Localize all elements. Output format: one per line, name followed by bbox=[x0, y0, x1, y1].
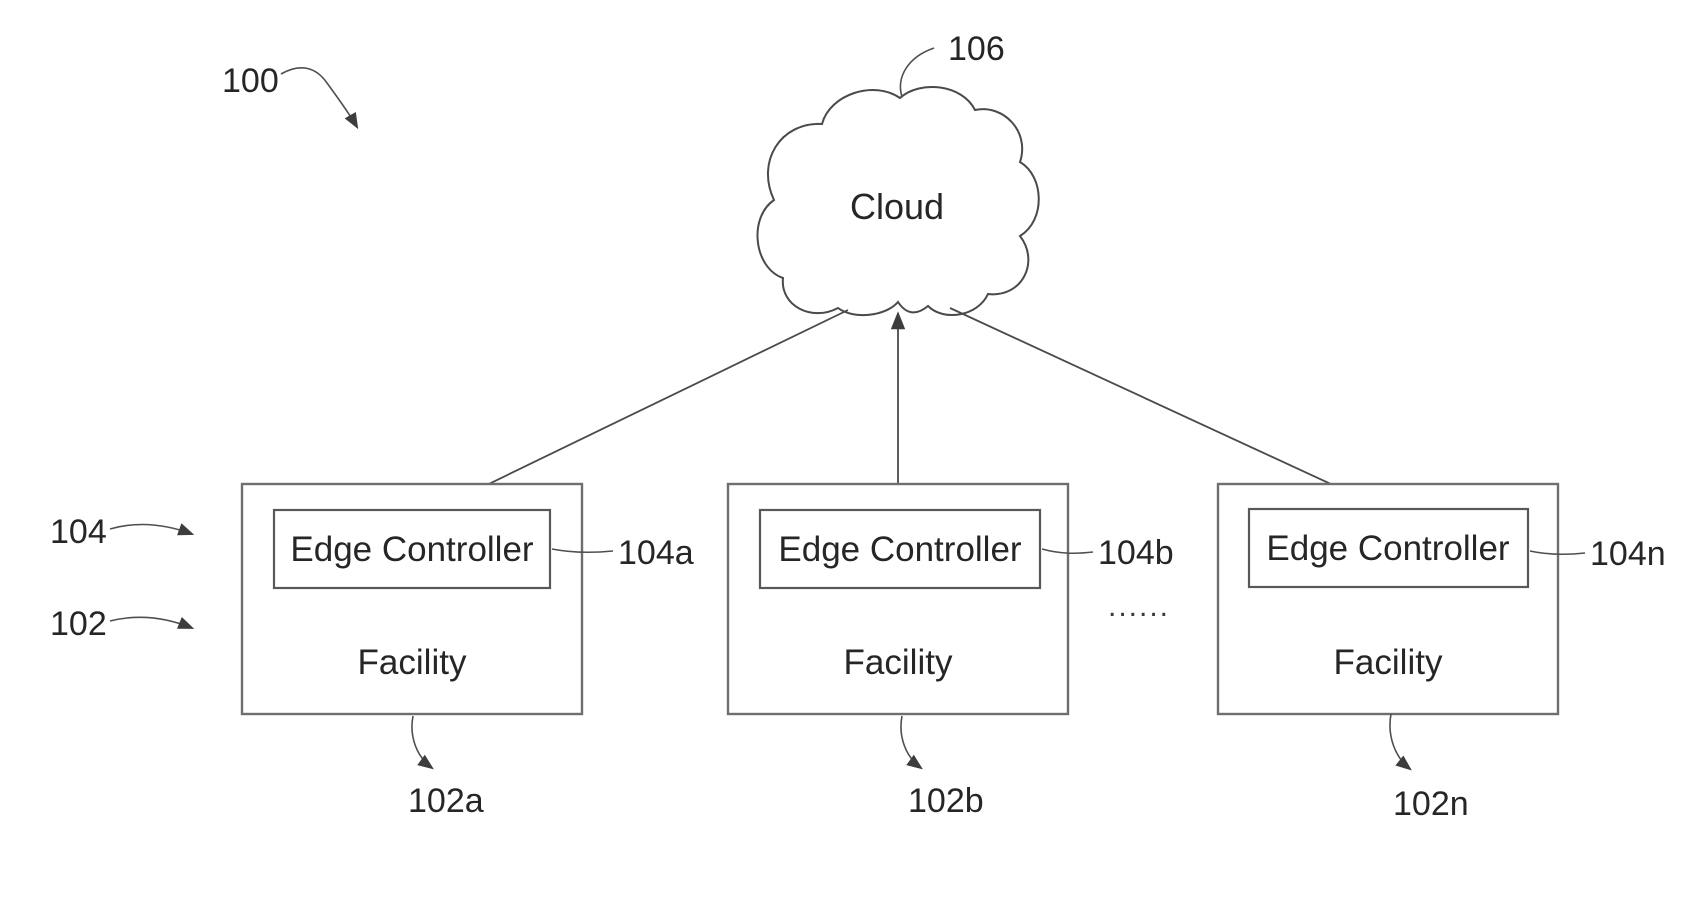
edge-controller-2-ref-leader bbox=[1041, 548, 1094, 555]
edge-controller-2-box bbox=[758, 508, 1042, 590]
cloud-ref-label: 106 bbox=[948, 30, 1005, 68]
facilities-ref-arrow bbox=[109, 616, 195, 629]
edge-controller-1-label: Edge Controller bbox=[290, 530, 534, 569]
facility-1-ref-label: 102a bbox=[408, 782, 484, 820]
cloud-label: Cloud bbox=[850, 186, 944, 227]
facility-2-ref-leader bbox=[900, 715, 923, 770]
controllers-ref-label: 104 bbox=[50, 513, 107, 551]
edge-controller-3-box bbox=[1247, 507, 1530, 589]
edge-controller-3-label: Edge Controller bbox=[1266, 529, 1510, 568]
cloud-facility-link-1 bbox=[432, 309, 849, 512]
facility-1-label: Facility bbox=[358, 643, 467, 682]
edge-controller-1-ref-leader bbox=[551, 548, 614, 554]
facility-3-ref-leader bbox=[1389, 713, 1412, 771]
edge-controller-1-box bbox=[272, 508, 552, 590]
controllers-ref-arrow bbox=[109, 523, 195, 536]
ellipsis-label: ...... bbox=[1108, 590, 1170, 623]
facilities-ref-label: 102 bbox=[50, 605, 107, 643]
edge-controller-1-ref-label: 104a bbox=[618, 534, 694, 572]
system-ref-label: 100 bbox=[222, 62, 279, 100]
cloud-shape bbox=[756, 85, 1040, 317]
facility-2-label: Facility bbox=[844, 643, 953, 682]
facility-3-ref-label: 102n bbox=[1393, 785, 1469, 823]
system-ref-arrow bbox=[280, 66, 359, 130]
edge-controller-2-label: Edge Controller bbox=[778, 530, 1022, 569]
edge-controller-2-ref-label: 104b bbox=[1098, 534, 1174, 572]
cloud-facility-link-3 bbox=[949, 307, 1388, 511]
edge-controller-3-ref-label: 104n bbox=[1590, 535, 1666, 573]
facility-1-ref-leader bbox=[411, 715, 434, 770]
edge-controller-3-ref-leader bbox=[1529, 550, 1586, 556]
facility-2-ref-label: 102b bbox=[908, 782, 984, 820]
facility-3-label: Facility bbox=[1334, 643, 1443, 682]
cloud-ref-leader bbox=[899, 47, 935, 98]
